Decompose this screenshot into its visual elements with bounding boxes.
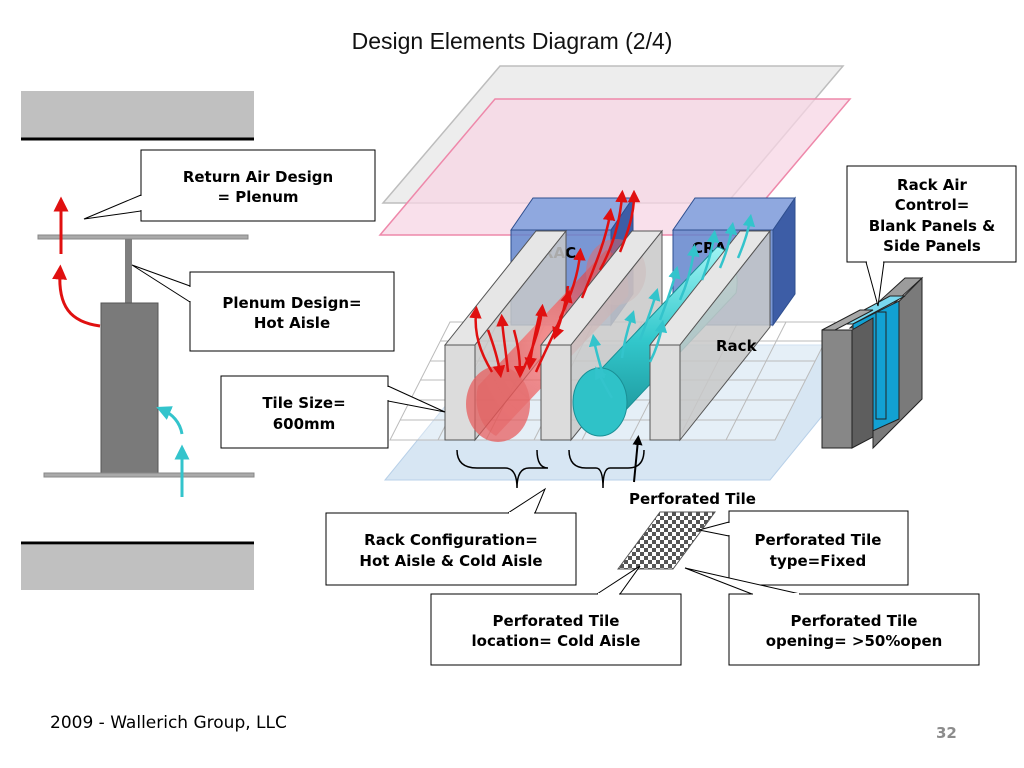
callout-tile-location-line1: Perforated Tile	[493, 612, 620, 630]
callout-plenum-line2: Hot Aisle	[254, 314, 330, 332]
callout-rack-air-line3: Blank Panels &	[869, 217, 996, 235]
callout-return-air-line2: = Plenum	[217, 188, 298, 206]
callout-tile-opening-line1: Perforated Tile	[791, 612, 918, 630]
rack-side	[100, 302, 159, 474]
rack-row-3	[648, 229, 772, 442]
raised-floor	[43, 472, 255, 478]
hot-air-arrows	[469, 189, 641, 379]
hot-air-arrow	[52, 264, 101, 328]
callout-rack-config-line1: Rack Configuration=	[364, 531, 538, 549]
ceiling-slab	[21, 91, 254, 138]
perforated-tile-label: Perforated Tile	[629, 490, 756, 508]
callout-tile-type: Perforated Tile type=Fixed	[698, 510, 909, 586]
callout-rack-air-control: Rack Air Control= Blank Panels & Side Pa…	[846, 165, 1017, 307]
plenum-ceiling	[37, 234, 249, 240]
callout-rack-config-line2: Hot Aisle & Cold Aisle	[359, 552, 542, 570]
callout-tile-size-line1: Tile Size=	[262, 394, 345, 412]
rack-air-control-racks	[821, 276, 924, 450]
data-center-3d: CRAC CRAC Rack	[378, 65, 882, 489]
callout-tile-type-line2: type=Fixed	[770, 552, 866, 570]
page-number: 32	[936, 724, 957, 742]
floor-slab	[21, 545, 254, 590]
cross-section	[21, 91, 255, 590]
callout-tile-opening-line2: opening= >50%open	[766, 632, 943, 650]
cold-air-arrows	[588, 213, 756, 399]
callout-tile-size: Tile Size= 600mm	[220, 375, 446, 449]
callout-return-air: Return Air Design = Plenum	[83, 149, 376, 222]
callout-plenum-line1: Plenum Design=	[222, 294, 361, 312]
callout-tile-size-line2: 600mm	[273, 415, 336, 433]
hot-aisle-brace	[456, 449, 549, 489]
callout-plenum-design: Plenum Design= Hot Aisle	[131, 264, 395, 352]
callout-tile-location: Perforated Tile location= Cold Aisle	[430, 565, 682, 666]
slide-title: Design Elements Diagram (2/4)	[351, 28, 673, 54]
rack-label: Rack	[716, 337, 758, 355]
perforated-tile	[617, 511, 716, 570]
footer-copyright: 2009 - Wallerich Group, LLC	[50, 713, 287, 733]
callout-return-air-line1: Return Air Design	[183, 168, 333, 186]
perforated-tile-pointer	[632, 435, 643, 483]
callout-tile-opening: Perforated Tile opening= >50%open	[684, 567, 980, 666]
callout-rack-air-line4: Side Panels	[883, 237, 981, 255]
callout-rack-air-line1: Rack Air	[897, 176, 968, 194]
callout-rack-configuration: Rack Configuration= Hot Aisle & Cold Ais…	[325, 487, 577, 586]
cold-air-arrow	[156, 406, 184, 435]
callout-rack-air-line2: Control=	[895, 196, 970, 214]
callout-tile-type-line1: Perforated Tile	[755, 531, 882, 549]
callout-tile-location-line2: location= Cold Aisle	[472, 632, 641, 650]
rack-hanger	[125, 239, 132, 303]
